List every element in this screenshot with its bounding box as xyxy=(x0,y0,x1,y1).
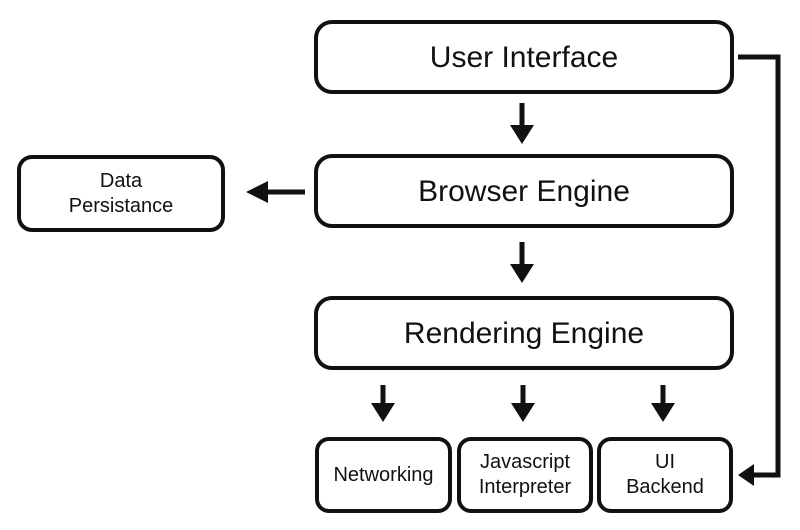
node-javascript-interpreter-label: Javascript Interpreter xyxy=(478,451,572,498)
arrow-user-interface-to-browser-engine xyxy=(510,103,534,144)
node-user-interface-label: User Interface xyxy=(429,40,619,74)
node-networking-label: Networking xyxy=(333,463,434,486)
arrow-browser-engine-to-data-persistance xyxy=(246,181,305,203)
node-user-interface: User Interface xyxy=(314,20,734,94)
arrow-user-interface-to-ui-backend xyxy=(738,54,781,486)
node-data-persistance: Data Persistance xyxy=(17,155,225,232)
arrow-rendering-engine-to-javascript-interpreter xyxy=(511,385,535,422)
arrow-rendering-engine-to-networking xyxy=(371,385,395,422)
node-rendering-engine-label: Rendering Engine xyxy=(403,316,645,350)
arrow-rendering-engine-to-ui-backend xyxy=(651,385,675,422)
arrow-browser-engine-to-rendering-engine xyxy=(510,242,534,283)
node-browser-engine-label: Browser Engine xyxy=(418,174,630,208)
node-data-persistance-label: Data Persistance xyxy=(68,169,174,217)
node-ui-backend: UI Backend xyxy=(597,437,733,513)
node-javascript-interpreter: Javascript Interpreter xyxy=(457,437,593,513)
node-browser-engine: Browser Engine xyxy=(314,154,734,228)
node-networking: Networking xyxy=(315,437,452,513)
node-ui-backend-label: UI Backend xyxy=(626,451,704,498)
node-rendering-engine: Rendering Engine xyxy=(314,296,734,370)
